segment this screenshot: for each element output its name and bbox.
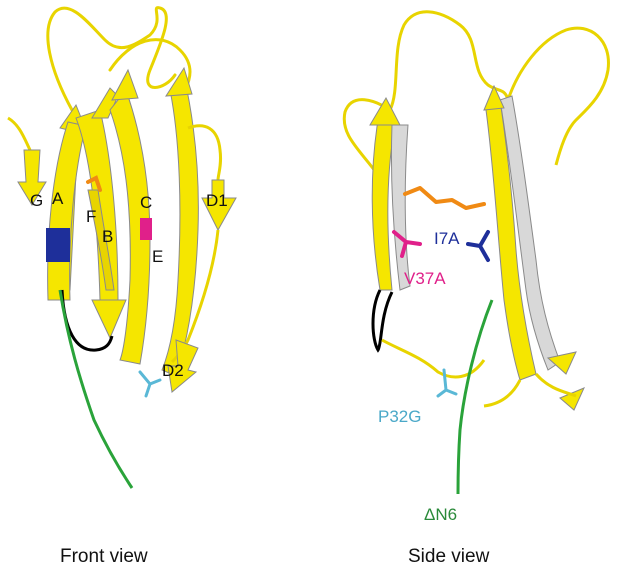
strand-f-body	[87, 189, 115, 291]
front-n-terminal-tail	[58, 289, 134, 489]
strand-label-d1: D1	[206, 191, 228, 210]
front-coil-g	[7, 116, 32, 151]
front-top-loop-2	[108, 38, 192, 92]
strand-b-arrow	[91, 299, 127, 340]
strand-c-top-arrow	[111, 68, 139, 101]
side-left-sheet	[371, 119, 397, 291]
strand-g-shape	[17, 149, 47, 206]
v37a-stick	[392, 230, 422, 258]
side-top-loop-right	[506, 26, 610, 166]
side-top-loop-left	[342, 10, 510, 176]
side-view-caption: Side view	[408, 546, 490, 567]
strand-label-b: B	[102, 227, 113, 246]
strand-label-f: F	[86, 207, 96, 226]
strand-label-d2: D2	[162, 361, 184, 380]
side-right-bottom-arrow	[546, 351, 577, 375]
front-view-structure: G A F B C E D1 D2	[7, 6, 237, 489]
side-bottom-coil	[483, 372, 577, 408]
strand-label-a: A	[52, 189, 64, 208]
strand-label-e: E	[152, 247, 163, 266]
mutation-label-i7a: I7A	[434, 229, 460, 248]
i7a-marker-front	[46, 228, 70, 262]
strand-label-c: C	[140, 193, 152, 212]
strand-a-body	[47, 121, 87, 301]
strand-e-top-arrow	[165, 66, 193, 97]
front-coil-d1	[187, 124, 223, 181]
side-left-sheet-2	[390, 124, 411, 291]
front-view-caption: Front view	[60, 546, 148, 567]
front-top-loop	[46, 6, 177, 112]
side-left-arrow	[369, 96, 401, 126]
disulfide-side	[403, 186, 486, 210]
side-right-sheet	[485, 99, 537, 381]
strand-label-g: G	[30, 191, 43, 210]
side-view-structure: I7A V37A P32G ΔN6	[342, 10, 610, 524]
strand-c-body	[109, 88, 151, 365]
p32g-stick-front	[138, 370, 162, 398]
mutation-label-p32g: P32G	[378, 407, 421, 426]
side-black-loop	[371, 289, 394, 353]
strand-d1-shape	[201, 179, 237, 232]
strand-d2-shape	[167, 339, 199, 393]
i7a-stick	[466, 230, 490, 262]
mutation-label-v37a: V37A	[404, 269, 446, 288]
disulfide-front	[86, 175, 102, 192]
side-right-top-arrow	[483, 84, 505, 111]
p32g-stick-side	[436, 368, 458, 398]
mutation-label-dn6: ΔN6	[424, 505, 457, 524]
v37a-marker-front	[140, 218, 152, 240]
side-n-terminal-tail	[456, 299, 494, 495]
